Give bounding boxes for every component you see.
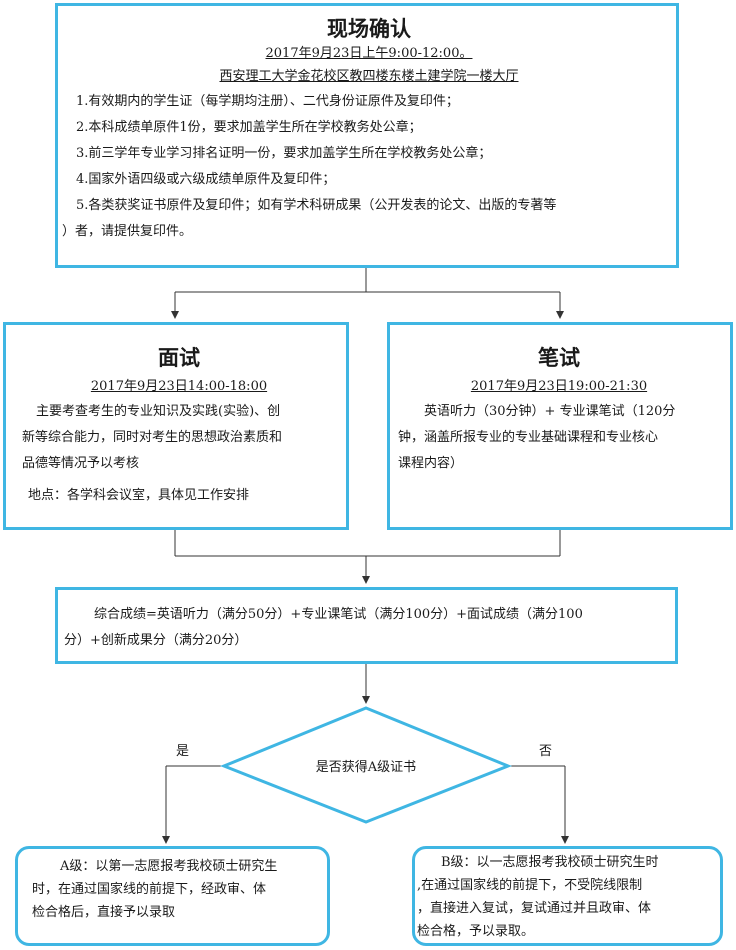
written-title: 笔试	[538, 346, 580, 370]
onsite-item: 1.有效期内的学生证（每学期均注册）、二代身份证原件及复印件；	[76, 94, 459, 109]
onsite-item: 3.前三学年专业学习排名证明一份，要求加盖学生所在学校教务处公章；	[76, 146, 492, 161]
grade-a-box: A级：以第一志愿报考我校硕士研究生 时，在通过国家线的前提下，经政审、体 检合格…	[15, 846, 330, 946]
grade-b-box: B级：以一志愿报考我校硕士研究生时 ,在通过国家线的前提下，不受院线限制 ，直接…	[412, 846, 723, 946]
interview-title: 面试	[158, 346, 200, 370]
written-desc: 课程内容）	[398, 456, 464, 471]
no-label: 否	[539, 744, 553, 759]
interview-desc: 品德等情况予以考核	[22, 456, 140, 471]
grade-b-text: 检合格，予以录取。	[417, 924, 535, 939]
onsite-item: ）者，请提供复印件。	[62, 224, 193, 239]
interview-date: 2017年9月23日14:00-18:00	[90, 379, 268, 394]
interview-box: 面试 2017年9月23日14:00-18:00 主要考查考生的专业知识及实践(…	[3, 322, 349, 530]
interview-desc: 主要考查考生的专业知识及实践(实验)、创	[36, 404, 281, 419]
grade-a-text: 时，在通过国家线的前提下，经政审、体	[32, 882, 267, 897]
score-formula: 分）+创新成果分（满分20分）	[64, 633, 248, 648]
onsite-item: 2.本科成绩单原件1份，要求加盖学生所在学校教务处公章；	[76, 120, 422, 135]
onsite-date: 2017年9月23日上午9:00-12:00。	[265, 46, 473, 61]
decision-question: 是否获得A级证书	[315, 760, 417, 775]
written-exam-box: 笔试 2017年9月23日19:00-21:30 英语听力（30分钟）+ 专业课…	[387, 322, 733, 530]
written-desc: 英语听力（30分钟）+ 专业课笔试（120分	[424, 404, 676, 419]
grade-b-text: ，直接进入复试，复试通过并且政审、体	[417, 901, 652, 916]
grade-b-text: B级：以一志愿报考我校硕士研究生时	[441, 855, 659, 870]
written-desc: 钟，涵盖所报专业的专业基础课程和专业核心	[398, 430, 659, 445]
grade-b-text: ,在通过国家线的前提下，不受院线限制	[417, 878, 643, 893]
onsite-item: 5.各类获奖证书原件及复印件；如有学术科研成果（公开发表的论文、出版的专著等	[76, 198, 557, 213]
onsite-confirmation-box: 现场确认 2017年9月23日上午9:00-12:00。 西安理工大学金花校区教…	[55, 3, 679, 268]
interview-desc: 新等综合能力，同时对考生的思想政治素质和	[22, 430, 283, 445]
onsite-location: 西安理工大学金花校区教四楼东楼土建学院一楼大厅	[219, 69, 519, 84]
yes-label: 是	[176, 744, 190, 759]
written-date: 2017年9月23日19:00-21:30	[470, 379, 648, 394]
grade-a-text: A级：以第一志愿报考我校硕士研究生	[60, 859, 278, 874]
decision-diamond	[219, 706, 513, 824]
onsite-title: 现场确认	[327, 17, 411, 41]
score-formula: 综合成绩=英语听力（满分50分）+专业课笔试（满分100分）+面试成绩（满分10…	[94, 607, 583, 622]
interview-location: 地点：各学科会议室，具体见工作安排	[28, 488, 250, 503]
grade-a-text: 检合格后，直接予以录取	[32, 905, 176, 920]
onsite-item: 4.国家外语四级或六级成绩单原件及复印件；	[76, 172, 336, 187]
total-score-box: 综合成绩=英语听力（满分50分）+专业课笔试（满分100分）+面试成绩（满分10…	[55, 587, 678, 664]
